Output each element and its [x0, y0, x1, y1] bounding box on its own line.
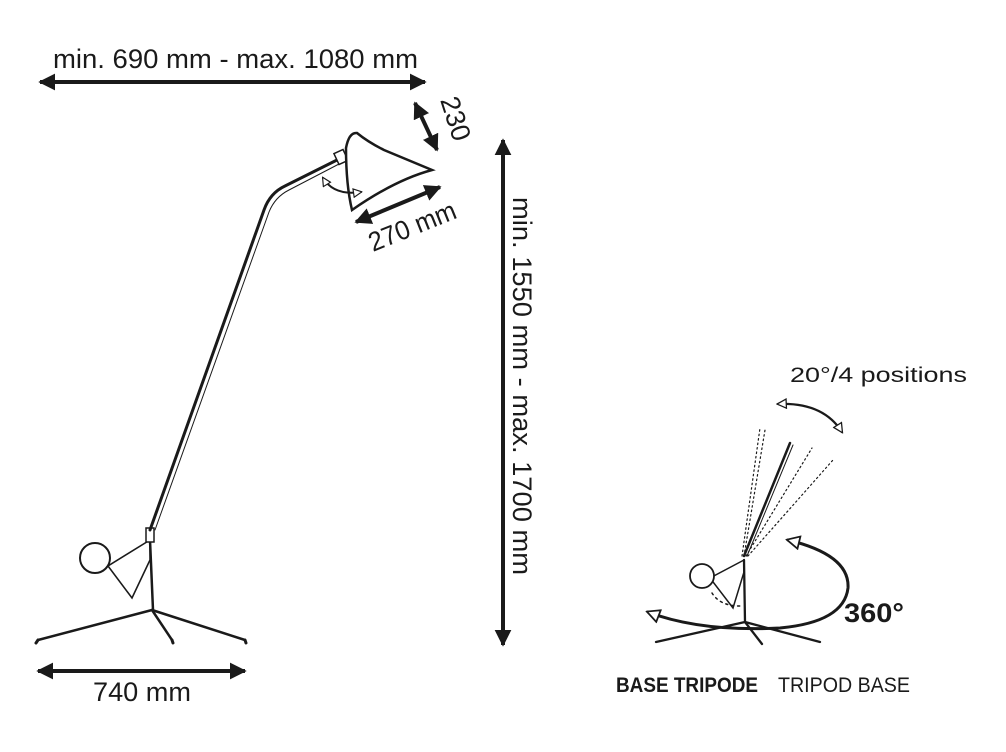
counterweight-arm — [106, 538, 151, 600]
lamp-shade — [344, 131, 436, 213]
height-label: min. 1550 mm - max. 1700 mm — [507, 197, 537, 575]
shade-width-dimension-arrow — [354, 185, 442, 224]
lamp-drawing — [34, 131, 436, 645]
shade-height-dimension-arrow — [413, 101, 439, 152]
caption-bold: BASE TRIPODE — [616, 674, 758, 697]
caption-regular: TRIPOD BASE — [778, 674, 910, 697]
shade-height-label: 230 — [434, 93, 476, 145]
rotation-arrow — [648, 540, 850, 631]
tripod-leg-right — [150, 608, 247, 642]
reach-label: min. 690 mm - max. 1080 mm — [53, 44, 418, 74]
counterweight — [79, 542, 111, 574]
tripod-leg-front — [150, 608, 174, 642]
base-detail-drawing — [648, 404, 850, 646]
shade-width-label: 270 mm — [364, 195, 461, 257]
tilt-arrow — [778, 404, 842, 432]
main-stem — [148, 158, 339, 532]
rotation-label: 360° — [844, 598, 904, 628]
tilt-label: 20°/4 positions — [790, 364, 967, 387]
tripod-leg-left — [36, 608, 154, 642]
base-width-label: 740 mm — [93, 677, 191, 707]
